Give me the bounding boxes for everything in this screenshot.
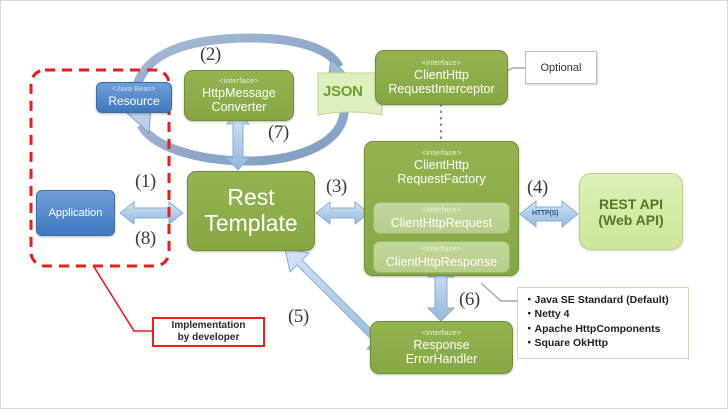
impl-note-line2: by developer (177, 332, 240, 343)
list-item: ・Apache HttpComponents (524, 322, 681, 336)
resource-stereotype: <Java Bean> (112, 86, 156, 94)
step-label-1: (1) (135, 171, 156, 192)
json-label: JSON (323, 83, 363, 100)
arrow-application-resttemplate (119, 200, 184, 226)
interceptor-line2: RequestInterceptor (388, 82, 495, 97)
node-application[interactable]: Application (36, 190, 115, 236)
node-response-error-handler[interactable]: <interface> Response ErrorHandler (370, 321, 513, 374)
error-handler-stereotype: <interface> (421, 327, 462, 337)
impl-item-3: Square OkHttp (534, 337, 609, 350)
list-item: ・Netty 4 (524, 307, 681, 321)
node-rest-template[interactable]: Rest Template (187, 171, 315, 251)
impl-item-0: Java SE Standard (Default) (534, 294, 669, 306)
developer-scope-boundary (29, 68, 171, 332)
bullet-icon: ・ (524, 294, 535, 306)
json-banner-shape (317, 72, 383, 116)
bullet-icon: ・ (524, 322, 535, 335)
converter-stereotype: <interface> (219, 75, 259, 85)
error-handler-line2: ErrorHandler (405, 352, 478, 367)
factory-line2: RequestFactory (397, 172, 486, 187)
callout-optional: Optional (525, 51, 597, 84)
resource-title: Resource (108, 94, 160, 109)
impl-note-line1: Implementation (171, 319, 246, 331)
bullet-icon: ・ (524, 337, 535, 350)
arrow-requestfactory-restapi (519, 199, 579, 229)
step-label-7: (7) (268, 122, 289, 143)
client-http-response-stereotype: <interface> (421, 244, 462, 254)
list-item: ・Java SE Standard (Default) (524, 293, 681, 307)
node-rest-api[interactable]: REST API (Web API) (579, 173, 683, 250)
factory-line1: ClientHttp (414, 158, 469, 173)
impl-item-2: Apache HttpComponents (534, 322, 661, 335)
rest-api-line1: REST API (598, 195, 664, 212)
list-item: ・Square OkHttp (524, 336, 681, 350)
node-client-http-response[interactable]: <interface> ClientHttpResponse (373, 241, 510, 273)
client-http-response-title: ClientHttpResponse (385, 254, 498, 269)
impl-item-1: Netty 4 (534, 308, 570, 321)
leader-line-implementations (480, 282, 517, 302)
callout-implementation-by-developer: Implementation by developer (152, 317, 265, 347)
interceptor-stereotype: <interface> (421, 57, 462, 67)
step-label-4: (4) (527, 177, 548, 198)
rest-template-line1: Rest (227, 184, 275, 211)
step-label-6: (6) (459, 289, 480, 310)
arrow-resttemplate-requestfactory (315, 200, 370, 226)
https-label: HTTP(S) (532, 210, 559, 217)
converter-line2: Converter (211, 100, 267, 115)
rest-api-line2: (Web API) (598, 211, 664, 228)
node-client-http-request[interactable]: <interface> ClientHttpRequest (373, 202, 510, 234)
node-client-http-request-interceptor[interactable]: <interface> ClientHttp RequestIntercepto… (375, 50, 508, 105)
step-label-8: (8) (135, 228, 156, 249)
application-title: Application (48, 206, 103, 219)
error-handler-line1: Response (413, 338, 470, 353)
client-http-request-stereotype: <interface> (421, 205, 462, 215)
node-resource[interactable]: <Java Bean> Resource (96, 82, 172, 113)
node-http-message-converter[interactable]: <interface> HttpMessage Converter (184, 70, 294, 121)
step-label-2: (2) (200, 44, 221, 65)
optional-label: Optional (540, 61, 582, 74)
bullet-icon: ・ (524, 308, 535, 321)
converter-line1: HttpMessage (202, 86, 276, 101)
step-label-3: (3) (326, 176, 347, 197)
client-http-request-title: ClientHttpRequest (390, 215, 493, 230)
rest-template-line2: Template (204, 210, 298, 236)
implementations-list: ・Java SE Standard (Default) ・Netty 4 ・Ap… (517, 287, 689, 359)
interceptor-line1: ClientHttp (414, 68, 469, 83)
step-label-5: (5) (288, 306, 309, 327)
factory-stereotype: <interface> (421, 148, 462, 157)
